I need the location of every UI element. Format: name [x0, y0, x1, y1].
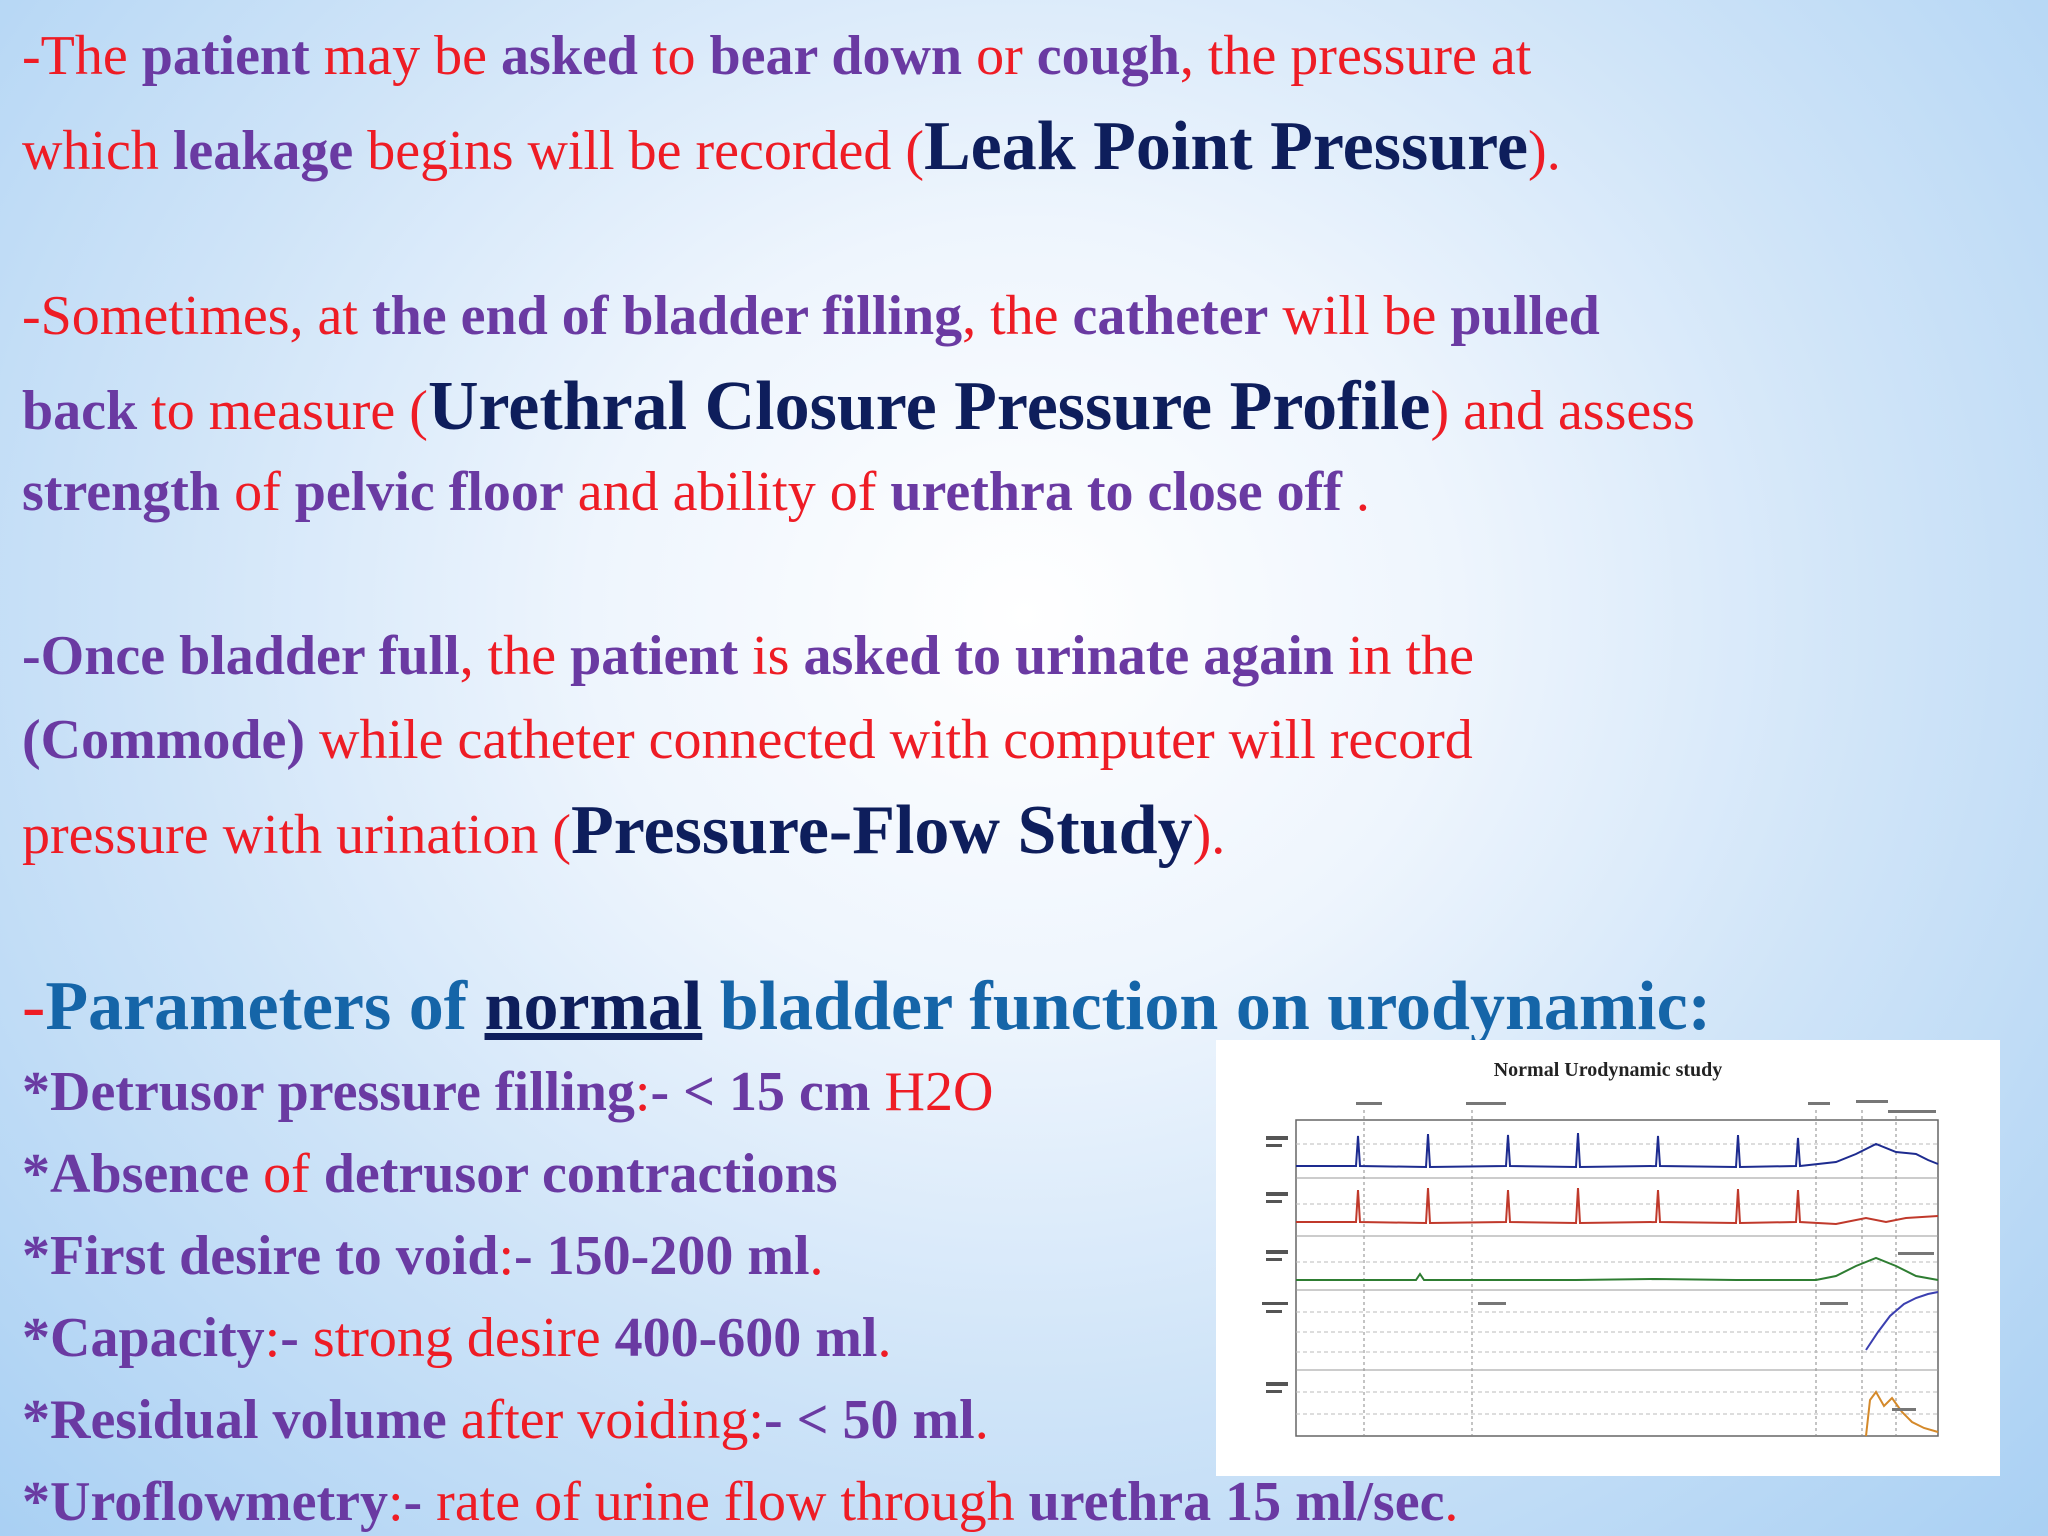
- trace-pabd: [1296, 1187, 1939, 1226]
- graph-frame: [1295, 1119, 1939, 1437]
- para2-line3: strength of pelvic floor and ability of …: [22, 461, 1370, 523]
- parameters-heading: -Parameters of normal bladder function o…: [22, 968, 1712, 1045]
- trace-pdet: [1296, 1256, 1939, 1281]
- param-absence-contractions: *Absence of detrusor contractions: [22, 1143, 838, 1205]
- para3-line3: pressure with urination (Pressure-Flow S…: [22, 792, 1226, 869]
- figure-title: Normal Urodynamic study: [1494, 1059, 1723, 1081]
- urodynamic-figure: Normal Urodynamic study: [1216, 1040, 2000, 1476]
- param-first-desire: *First desire to void:- 150-200 ml.: [22, 1225, 824, 1287]
- param-capacity: *Capacity:- strong desire 400-600 ml.: [22, 1307, 892, 1369]
- trace-flow: [1865, 1390, 1939, 1437]
- gridlines: [1296, 1143, 1938, 1415]
- para2-line2: back to measure (Urethral Closure Pressu…: [22, 368, 1695, 445]
- trace-pves: [1296, 1132, 1939, 1169]
- normal-underlined: normal: [484, 968, 703, 1045]
- pressure-flow-term: Pressure-Flow Study: [570, 792, 1193, 869]
- urodynamic-graph: Normal Urodynamic study: [1262, 1059, 1939, 1437]
- urethral-closure-term: Urethral Closure Pressure Profile: [427, 368, 1431, 445]
- annotation-marks: [1356, 1100, 1936, 1411]
- para3-line1: -Once bladder full, the patient is asked…: [22, 625, 1474, 687]
- param-detrusor-pressure: *Detrusor pressure filling:- < 15 cm H2O: [22, 1061, 994, 1123]
- para2-line1: -Sometimes, at the end of bladder fillin…: [22, 285, 1600, 347]
- param-residual-volume: *Residual volume after voiding:- < 50 ml…: [22, 1389, 989, 1451]
- param-uroflowmetry: *Uroflowmetry:- rate of urine flow throu…: [22, 1471, 1459, 1533]
- para1-line2: which leakage begins will be recorded (L…: [22, 108, 1561, 185]
- channel-label-marks: [1262, 1136, 1288, 1393]
- para3-line2: (Commode) while catheter connected with …: [22, 709, 1473, 771]
- trace-volume: [1865, 1291, 1939, 1351]
- leak-point-pressure-term: Leak Point Pressure: [923, 108, 1529, 185]
- para1-line1: -The patient may be asked to bear down o…: [22, 25, 1532, 87]
